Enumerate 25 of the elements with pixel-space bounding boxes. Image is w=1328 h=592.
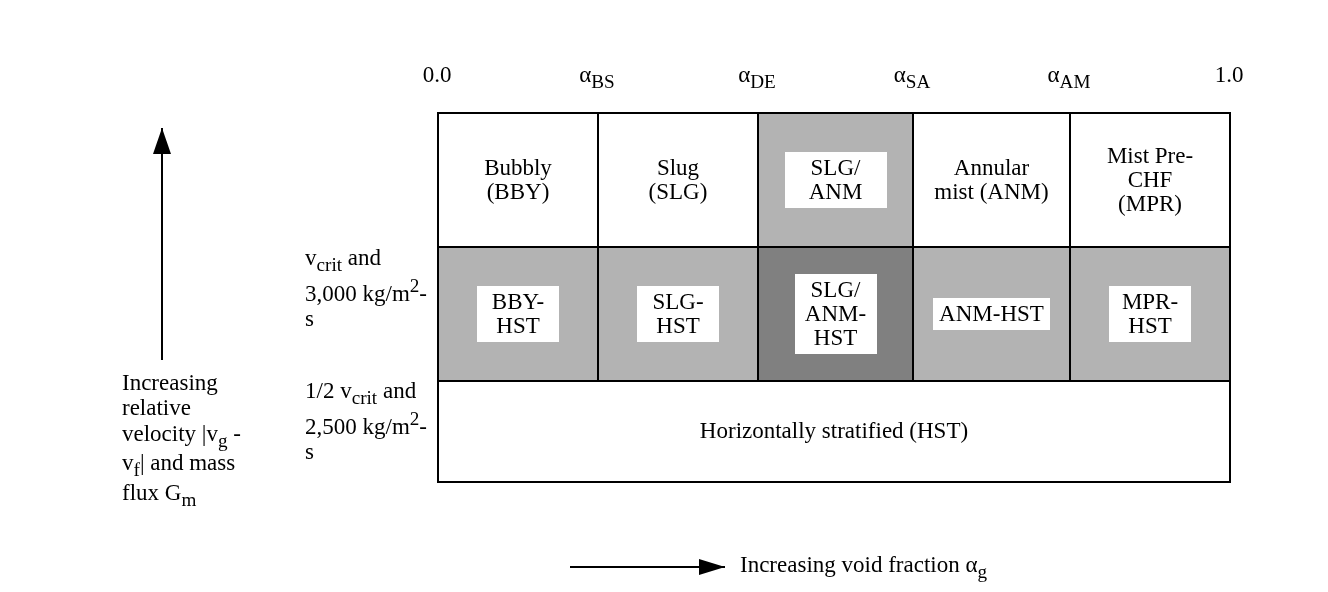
axis-tick-label: α$_{DE}$: [737, 62, 777, 92]
regime-cell: [757, 246, 914, 382]
axis-tick-label: α$_{BS}$: [578, 62, 616, 92]
axis-tick-label: 1.0: [1213, 62, 1245, 88]
regime-cell: [597, 246, 759, 382]
axis-tick-label: 0.0: [421, 62, 453, 88]
regime-cell: [757, 112, 914, 248]
regime-cell: [437, 112, 599, 248]
regime-cell: [437, 246, 599, 382]
regime-name: SLG/ ANM- HST: [794, 273, 877, 355]
axis-tick-label: α$_{SA}$: [892, 62, 932, 92]
regime-name: ANM-HST: [933, 297, 1050, 331]
boundary-label: 1/2 v$_{crit}$ and 2,500 kg/m$^{2}$-s: [305, 378, 429, 464]
axis-tick-label: α$_{AM}$: [1046, 62, 1092, 92]
regime-name: MPR- HST: [1109, 285, 1191, 343]
regime-cell: [912, 246, 1071, 382]
regime-cell: [437, 380, 1231, 483]
regime-name: BBY- HST: [477, 285, 559, 343]
regime-cell: [1069, 246, 1231, 382]
boundary-label: v$_{crit}$ and 3,000 kg/m$^{2}$-s: [305, 245, 429, 331]
axis-title: Increasing void fraction α$_{g}$: [740, 552, 989, 582]
axis-title: Increasing relative velocity |v$_{g}$ - v$_{f}$| and mass flux G$_{m}$: [122, 370, 242, 510]
regime-name: SLG- HST: [637, 285, 719, 343]
regime-name: SLG/ ANM: [784, 151, 887, 209]
regime-cell: [1069, 112, 1231, 248]
